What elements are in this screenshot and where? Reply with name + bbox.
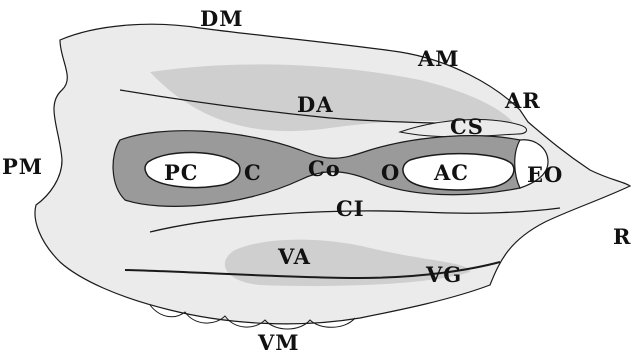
label-am: AM — [417, 46, 460, 71]
label-r: R — [613, 224, 631, 249]
label-dm: DM — [200, 6, 243, 31]
label-vg: VG — [425, 262, 462, 287]
label-va: VA — [277, 244, 311, 269]
label-cs: CS — [450, 114, 484, 139]
label-eo: EO — [527, 162, 563, 187]
label-vm: VM — [257, 330, 300, 355]
label-c: C — [244, 160, 262, 185]
label-da: DA — [297, 92, 334, 117]
label-ac: AC — [433, 160, 469, 185]
label-ar: AR — [504, 88, 541, 113]
label-pc: PC — [164, 160, 199, 185]
label-ci: CI — [336, 196, 365, 221]
label-o: O — [381, 160, 400, 185]
label-co: Co — [308, 156, 341, 181]
label-pm: PM — [2, 154, 43, 179]
